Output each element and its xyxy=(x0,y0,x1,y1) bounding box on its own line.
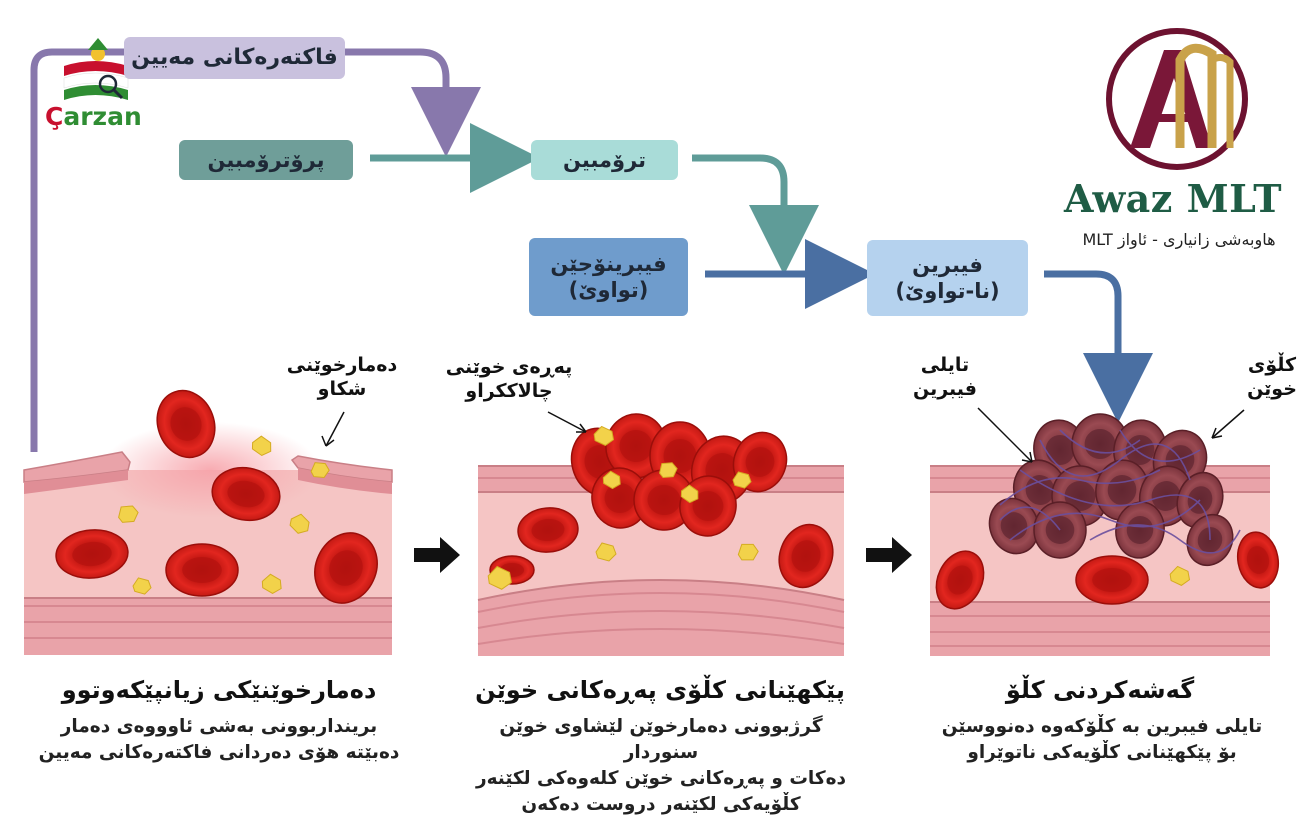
carzan-rest: arzan xyxy=(63,102,142,131)
label-blood-clot: کڵۆی خوێن xyxy=(1240,354,1304,402)
platelet xyxy=(310,462,330,479)
red-blood-cell xyxy=(55,529,129,579)
fibrinogen-box: فیبرینۆجێن (تواوێ) xyxy=(529,238,688,316)
clot-cell xyxy=(1115,501,1165,559)
stage-3-title: گەشەکردنی کڵۆ xyxy=(1005,676,1195,704)
label-activated-platelet-line1: پەڕەی خوێنی xyxy=(445,356,573,378)
label-fibrin-thread-line2: فیبرین xyxy=(912,377,977,400)
stage-3-desc-line2: بۆ پێکهێنانی کڵۆیەکی ناتوێراو xyxy=(967,741,1237,763)
fibrin-label-line1: فیبرین xyxy=(912,252,983,277)
stage-2-title: پێکهێنانی کڵۆی پەڕەکانی خوێن xyxy=(475,676,845,704)
red-blood-cell xyxy=(778,523,834,589)
label-damaged-vessel-line2: شکاو xyxy=(317,377,367,400)
red-blood-cell xyxy=(1075,555,1149,605)
carzan-first-letter: Ç xyxy=(45,102,64,131)
prothrombin-label: پرۆترۆمبین xyxy=(207,147,325,172)
platelet xyxy=(658,462,678,479)
awaz-mlt-subtitle: هاوبەشی زانیاری - ئاواز MLT xyxy=(1082,230,1276,249)
carzan-logo-text: Çarzan xyxy=(45,102,142,131)
fibrin-threads xyxy=(999,429,1241,554)
red-blood-cell xyxy=(211,466,281,522)
platelet xyxy=(487,565,512,590)
carzan-logo-icon xyxy=(63,38,129,100)
stage-1-description: برینداربوونی بەشی ئاوووەی دەمار دەبێتە ه… xyxy=(24,714,414,766)
red-blood-cell xyxy=(1236,531,1280,589)
stage-1-desc-line1: برینداربوونی بەشی ئاوووەی دەمار xyxy=(60,716,378,737)
stage-1-title: دەمارخوێنێکی زیانپێکەوتوو xyxy=(61,676,377,704)
thrombin-box: ترۆمبین xyxy=(531,140,678,180)
label-damaged-vessel-line1: دەمارخوێنی xyxy=(286,354,398,376)
fibrin-box: فیبرین (نا-تواوێ) xyxy=(867,240,1028,316)
red-blood-cell xyxy=(156,389,216,459)
arrow-vessel-to-factors xyxy=(30,48,481,452)
stage-2-desc-line3: کڵۆیەکی لکێنەر دروست دەکەن xyxy=(521,793,801,815)
label-fibrin-thread-line1: تایلی xyxy=(920,354,970,376)
label-activated-platelet-line2: چالاککراو xyxy=(465,379,553,402)
fibrinogen-label-line1: فیبرینۆجێن xyxy=(550,251,667,276)
factors-box: فاکتەرەکانی مەیین xyxy=(124,37,345,79)
label-damaged-vessel: دەمارخوێنی شکاو xyxy=(282,354,402,402)
red-blood-cell xyxy=(517,507,579,553)
stage-2-desc-line1: گرژبوونی دەمارخوێن لێشاوی خوێن سنوردار xyxy=(499,716,823,763)
arrow-thrombin-to-fibrin xyxy=(692,154,819,275)
factors-label: فاکتەرەکانی مەیین xyxy=(131,45,338,71)
label-blood-clot-line2: خوێن xyxy=(1247,377,1297,400)
stage-1-desc-line2: دەبێتە هۆی دەردانی فاکتەرەکانی مەیین xyxy=(38,741,400,763)
platelet xyxy=(251,435,272,457)
platelet xyxy=(602,470,621,490)
thrombin-label: ترۆمبین xyxy=(562,147,647,172)
platelet xyxy=(261,573,282,595)
red-blood-cell xyxy=(935,550,985,610)
label-activated-platelet: پەڕەی خوێنی چالاککراو xyxy=(440,356,578,404)
awaz-mlt-logo-emblem xyxy=(1106,28,1248,170)
fibrinogen-label-line2: (تواوێ) xyxy=(568,278,649,302)
platelet xyxy=(595,542,617,562)
awaz-mlt-name: Awaz MLT xyxy=(1064,176,1283,221)
platelet xyxy=(732,471,752,489)
stage-2-description: گرژبوونی دەمارخوێن لێشاوی خوێن سنوردار د… xyxy=(468,714,854,818)
platelet xyxy=(593,425,615,446)
red-blood-cell xyxy=(165,543,239,597)
arrow-fibrin-to-clot xyxy=(1044,270,1153,423)
stage-3-desc-line1: تایلی فیبرین بە کڵۆکەوە دەنووسێن xyxy=(941,716,1263,737)
fibrin-label-line2: (نا-تواوێ) xyxy=(895,279,1000,303)
arrow-stage-2-to-3 xyxy=(866,537,912,573)
platelet xyxy=(737,543,759,561)
stage-2-desc-line2: دەکات و پەڕەکانی خوێن کلەوەکی لکێنەر xyxy=(475,767,847,789)
platelet xyxy=(1169,565,1191,586)
red-blood-cells xyxy=(55,389,1280,610)
platelet xyxy=(118,505,139,523)
platelet xyxy=(132,577,152,595)
label-pointer-lines xyxy=(321,407,1245,463)
stage-3-description: تایلی فیبرین بە کڵۆکەوە دەنووسێن بۆ پێکه… xyxy=(934,714,1270,766)
platelet xyxy=(680,484,699,504)
red-blood-cell xyxy=(314,532,378,604)
platelet xyxy=(289,513,310,534)
prothrombin-box: پرۆترۆمبین xyxy=(179,140,353,180)
label-fibrin-thread: تایلی فیبرین xyxy=(905,354,985,402)
label-blood-clot-line1: کڵۆی xyxy=(1247,354,1297,376)
arrow-stage-1-to-2 xyxy=(414,537,460,573)
